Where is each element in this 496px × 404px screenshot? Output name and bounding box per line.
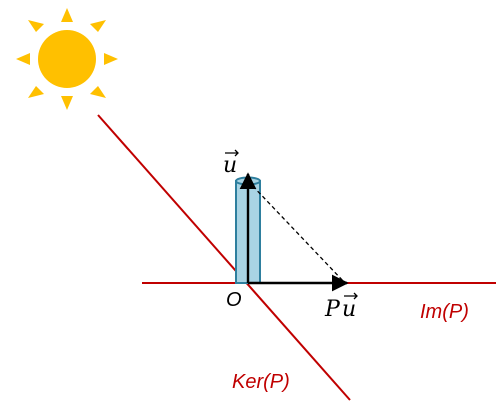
projection-dashed-line	[247, 180, 346, 284]
arrow-over-u-icon	[225, 149, 239, 157]
label-vector-u: u	[223, 149, 239, 178]
label-origin: O	[226, 289, 242, 311]
arrow-over-pu-icon	[344, 292, 358, 300]
label-image: Im(P)	[420, 301, 469, 323]
label-kernel: Ker(P)	[232, 371, 290, 393]
sun-icon	[16, 8, 118, 110]
label-u-text: u	[223, 153, 237, 178]
kernel-line	[97, 114, 351, 401]
label-projection-p: P	[324, 297, 341, 322]
label-projection-u: u	[342, 297, 356, 322]
label-projection: P u	[324, 292, 358, 322]
